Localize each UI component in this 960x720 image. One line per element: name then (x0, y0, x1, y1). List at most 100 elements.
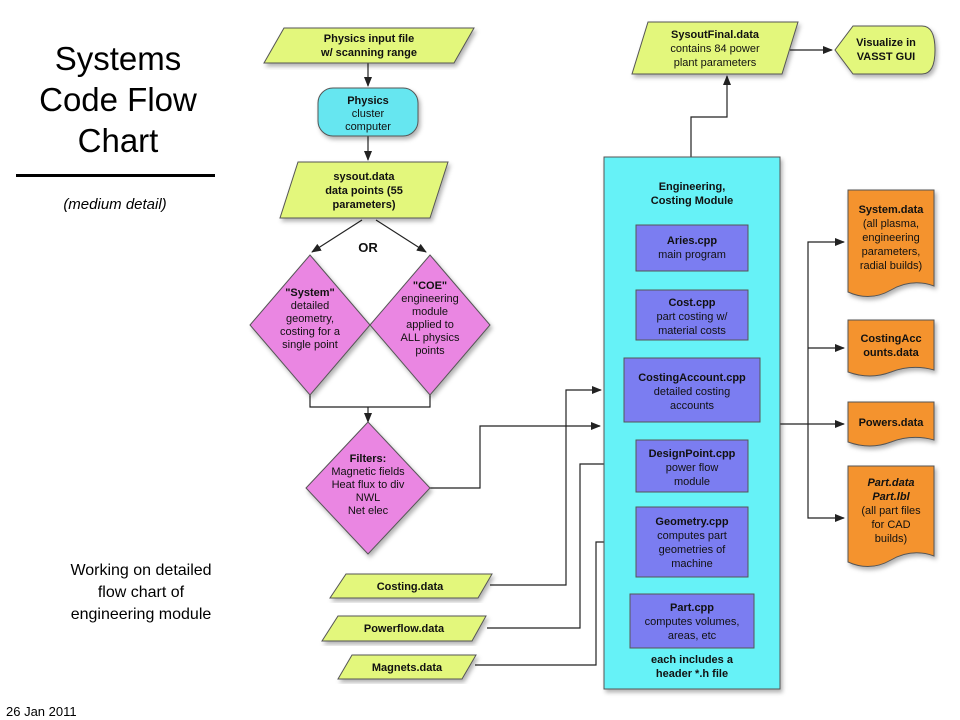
note-line: Working on detailed (70, 562, 211, 579)
costing-data-node: Costing.data (329, 573, 493, 599)
node-label: Powers.data (859, 417, 925, 429)
module-title: Costing Module (651, 195, 734, 207)
node-label: parameters) (333, 199, 396, 211)
document-shape (847, 465, 935, 567)
node-label: SysoutFinal.data (671, 29, 760, 41)
title-line: Code Flow (39, 81, 197, 118)
module-item-name: DesignPoint.cpp (649, 448, 736, 460)
data-parallelogram (279, 161, 449, 219)
module-item-desc: accounts (670, 400, 715, 412)
module-item-desc: module (674, 476, 710, 488)
coe-decision-node: "COE" engineering module applied to ALL … (369, 254, 491, 396)
node-label: System.data (859, 204, 925, 216)
data-parallelogram (263, 27, 475, 64)
magnets-data-node: Magnets.data (337, 654, 477, 680)
node-label: radial builds) (860, 260, 922, 272)
display-shape (834, 25, 936, 75)
document-shape (847, 401, 935, 447)
system-decision-node: "System" detailed geometry, costing for … (249, 254, 371, 396)
module-item-name: Part.cpp (670, 602, 714, 614)
document-shape (847, 189, 935, 297)
node-label: Powerflow.data (364, 623, 445, 635)
node-label: sysout.data (333, 171, 395, 183)
data-parallelogram (337, 654, 477, 680)
node-label: Magnetic fields (331, 466, 405, 478)
filters-node: Filters: Magnetic fields Heat flux to di… (305, 421, 431, 555)
node-label: single point (282, 339, 338, 351)
process-box (317, 87, 419, 137)
note-line: engineering module (71, 606, 212, 623)
module-item-desc: part costing w/ (657, 311, 729, 323)
node-label: (all part files (861, 505, 921, 517)
node-label: Visualize in (856, 37, 916, 49)
edge-costing-to-module (490, 386, 602, 586)
visualize-node: Visualize in VASST GUI (834, 25, 936, 75)
module-item-geometry: Geometry.cpp computes part geometries of… (635, 506, 749, 578)
edge-module-to-sysoutfinal (690, 75, 731, 157)
engineering-module: Engineering, Costing Module Aries.cpp ma… (603, 156, 781, 690)
title-divider (16, 174, 215, 177)
node-label: engineering (401, 293, 459, 305)
sysout-node: sysout.data data points (55 parameters) (279, 161, 449, 219)
document-shape (847, 319, 935, 377)
module-footer: header *.h file (656, 668, 728, 680)
edge-module-to-part-data (807, 424, 845, 522)
node-label: points (415, 345, 445, 357)
data-parallelogram (321, 615, 487, 642)
module-item-desc: material costs (658, 325, 726, 337)
title-line: Chart (78, 122, 159, 159)
module-item-aries: Aries.cpp main program (635, 224, 749, 272)
module-item-desc: machine (671, 558, 713, 570)
module-item-box (635, 439, 749, 493)
node-label: geometry, (286, 313, 334, 325)
module-title: Engineering, (659, 181, 726, 193)
sysout-final-node: SysoutFinal.data contains 84 power plant… (631, 21, 799, 75)
decision-diamond (305, 421, 431, 555)
module-item-desc: detailed costing (654, 386, 730, 398)
node-label: Part.lbl (872, 491, 910, 503)
node-label: Magnets.data (372, 662, 443, 674)
node-label: Heat flux to div (332, 479, 405, 491)
node-label: "System" (285, 287, 335, 299)
part-data-output: Part.data Part.lbl (all part files for C… (847, 465, 935, 567)
module-item-part: Part.cpp computes volumes, areas, etc (629, 593, 755, 649)
slide-note: Working on detailed flow chart of engine… (70, 562, 211, 623)
physics-cluster-node: Physics cluster computer (317, 87, 419, 137)
slide-title: Systems Code Flow Chart (39, 40, 197, 159)
edge-decisions-merge (309, 395, 431, 408)
edge-sysout-to-coe (375, 219, 427, 253)
module-item-box (623, 357, 761, 423)
title-line: Systems (55, 40, 182, 77)
edge-module-to-system-data (780, 238, 845, 425)
node-label: w/ scanning range (320, 47, 417, 59)
powerflow-data-node: Powerflow.data (321, 615, 487, 642)
node-label: detailed (291, 300, 330, 312)
module-item-name: Aries.cpp (667, 235, 717, 247)
module-item-designpoint: DesignPoint.cpp power flow module (635, 439, 749, 493)
node-label: NWL (356, 492, 380, 504)
powers-data-output: Powers.data (847, 401, 935, 447)
data-parallelogram (329, 573, 493, 599)
module-item-box (635, 224, 749, 272)
physics-input-node: Physics input file w/ scanning range (263, 27, 475, 64)
system-data-output: System.data (all plasma, engineering par… (847, 189, 935, 297)
costingaccounts-data-output: CostingAcc ounts.data (847, 319, 935, 377)
module-item-desc: computes volumes, (645, 616, 740, 628)
module-item-name: Cost.cpp (668, 297, 715, 309)
decision-diamond (369, 254, 491, 396)
module-item-desc: computes part (657, 530, 727, 542)
node-label: Physics input file (324, 33, 414, 45)
module-item-box (635, 506, 749, 578)
node-label: data points (55 (325, 185, 403, 197)
data-parallelogram (631, 21, 799, 75)
node-label: (all plasma, (863, 218, 919, 230)
node-label: module (412, 306, 448, 318)
node-label: cluster (352, 108, 385, 120)
node-label: Physics (347, 95, 389, 107)
module-item-desc: geometries of (659, 544, 727, 556)
module-item-desc: power flow (666, 462, 719, 474)
module-item-cost: Cost.cpp part costing w/ material costs (635, 289, 749, 341)
edge-sysout-to-system (311, 219, 363, 253)
